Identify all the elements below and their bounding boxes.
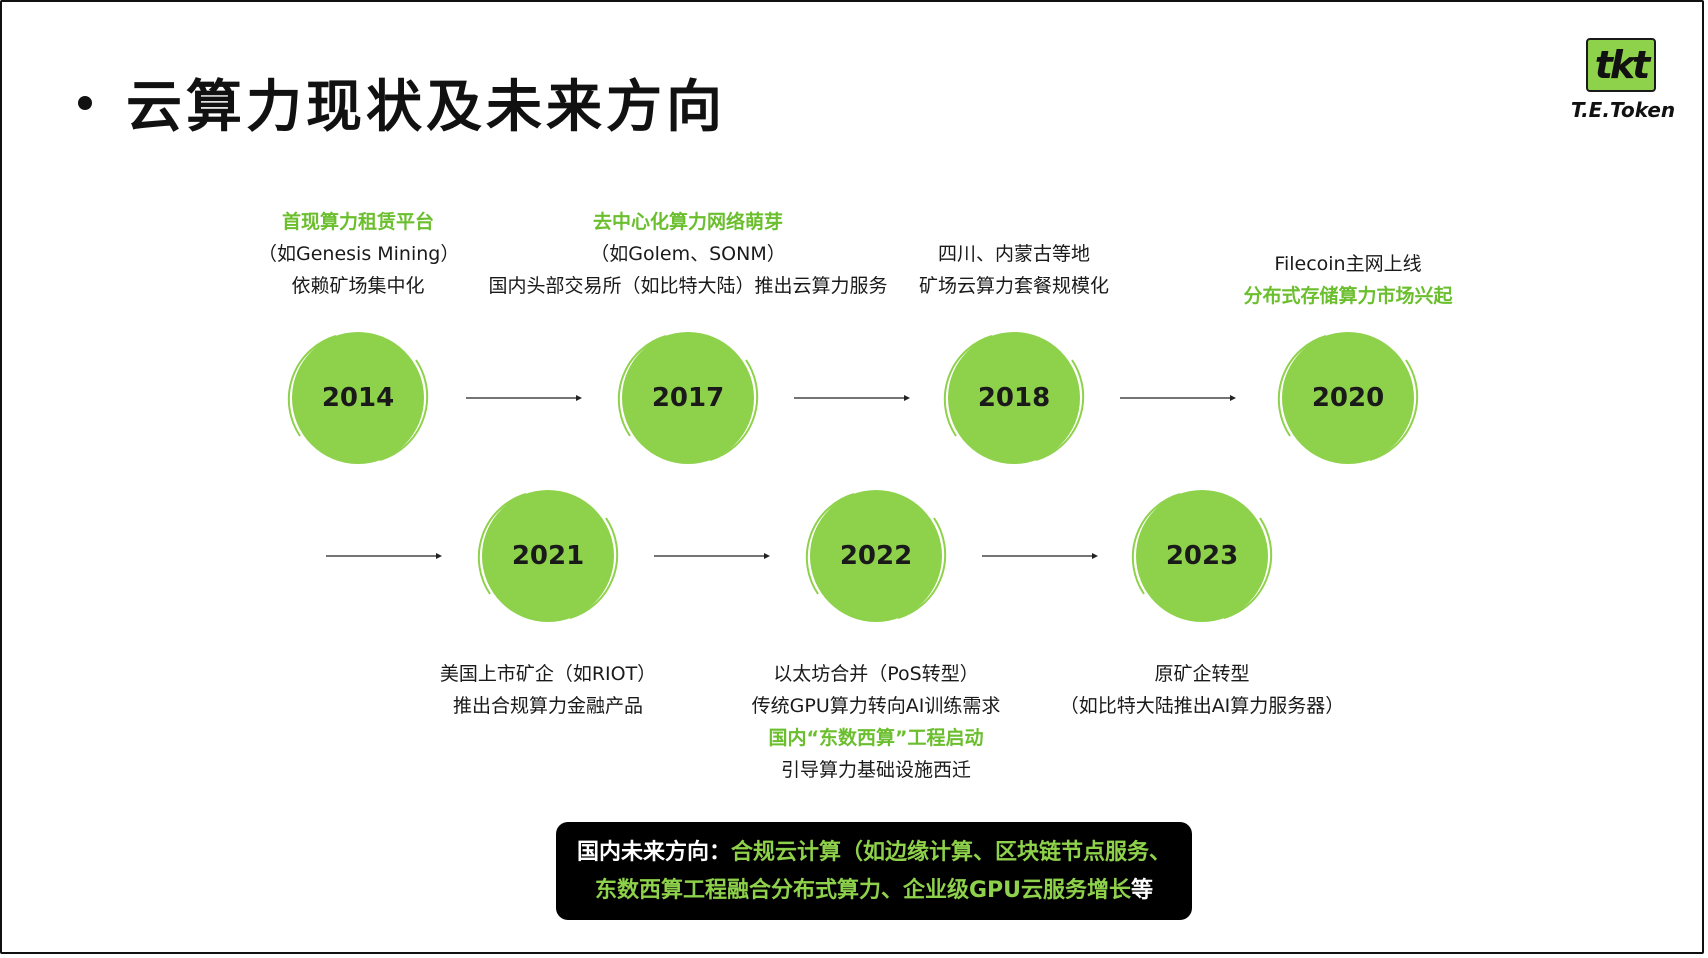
year-circle: 2021 [482,490,614,622]
brand-logo: tkt T.E.Token [1568,38,1678,128]
milestone-line: 四川、内蒙古等地 [937,243,1090,265]
banner-line-2: 东数西算工程融合分布式算力、企业级GPU云服务增长等 [576,872,1172,910]
title-bullet [78,95,92,110]
milestone-text-2021: 美国上市矿企（如RIOT） 推出合规算力金融产品 [418,658,678,722]
milestone-line: 依赖矿场集中化 [291,275,425,297]
page-title: 云算力现状及未来方向 [126,75,726,140]
milestone-line: 美国上市矿企（如RIOT） [439,663,657,685]
milestone-line: 矿场云算力套餐规模化 [918,275,1109,297]
timeline-node-2018: 2018 [943,332,1085,464]
milestone-text-2022: 以太坊合并（PoS转型） 传统GPU算力转向AI训练需求 国内“东数西算”工程启… [736,658,1016,786]
year-label: 2020 [1311,383,1385,413]
timeline-node-2022: 2022 [805,490,947,622]
milestone-line: 推出合规算力金融产品 [452,695,643,717]
banner-line-1: 国内未来方向：合规云计算（如边缘计算、区块链节点服务、 [576,834,1172,872]
year-label: 2023 [1165,541,1239,571]
milestone-line: 去中心化算力网络萌芽 [592,211,783,233]
year-circle: 2014 [292,332,424,464]
year-label: 2018 [977,383,1051,413]
future-direction-banner: 国内未来方向：合规云计算（如边缘计算、区块链节点服务、 东数西算工程融合分布式算… [556,822,1192,920]
milestone-line: 传统GPU算力转向AI训练需求 [751,695,1001,717]
milestone-text-2023: 原矿企转型 （如比特大陆推出AI算力服务器） [1052,658,1352,722]
banner-text-1: 合规云计算（如边缘计算、区块链节点服务、 [731,840,1172,865]
timeline-node-2023: 2023 [1131,490,1273,622]
milestone-line: 国内头部交易所（如比特大陆）推出云算力服务 [488,275,888,297]
milestone-line: （如Golem、SONM） [590,243,786,265]
timeline-node-2020: 2020 [1277,332,1419,464]
milestone-line: （如Genesis Mining） [258,243,460,265]
milestone-line: 国内“东数西算”工程启动 [768,727,984,749]
banner-prefix: 国内未来方向： [576,840,731,865]
milestone-line: 引导算力基础设施西迁 [780,759,971,781]
logo-name: T.E.Token [1570,98,1676,122]
year-label: 2014 [321,383,395,413]
milestone-line: （如比特大陆推出AI算力服务器） [1059,695,1345,717]
timeline-node-2021: 2021 [477,490,619,622]
logo-mark-box: tkt [1586,38,1656,92]
timeline-node-2014: 2014 [287,332,429,464]
milestone-line: 首现算力租赁平台 [281,211,434,233]
milestone-line: 以太坊合并（PoS转型） [773,663,979,685]
milestone-text-2020: Filecoin主网上线 分布式存储算力市场兴起 [1218,248,1478,312]
milestone-text-2018: 四川、内蒙古等地 矿场云算力套餐规模化 [894,238,1134,302]
year-label: 2022 [839,541,913,571]
milestone-line: 分布式存储算力市场兴起 [1243,285,1453,307]
milestone-text-2014: 首现算力租赁平台 （如Genesis Mining） 依赖矿场集中化 [258,206,460,302]
year-label: 2021 [511,541,585,571]
year-circle: 2018 [948,332,1080,464]
year-circle: 2023 [1136,490,1268,622]
year-label: 2017 [651,383,725,413]
logo-mark: tkt [1594,43,1651,87]
milestone-line: Filecoin主网上线 [1274,253,1422,275]
year-circle: 2020 [1282,332,1414,464]
banner-tail: 等 [1131,878,1154,903]
milestone-line: 原矿企转型 [1154,663,1250,685]
milestone-text-2017: 去中心化算力网络萌芽 （如Golem、SONM） 国内头部交易所（如比特大陆）推… [478,206,898,302]
year-circle: 2022 [810,490,942,622]
banner-text-2: 东数西算工程融合分布式算力、企业级GPU云服务增长 [594,878,1132,903]
timeline-node-2017: 2017 [617,332,759,464]
slide-title: 云算力现状及未来方向 [78,62,726,143]
year-circle: 2017 [622,332,754,464]
